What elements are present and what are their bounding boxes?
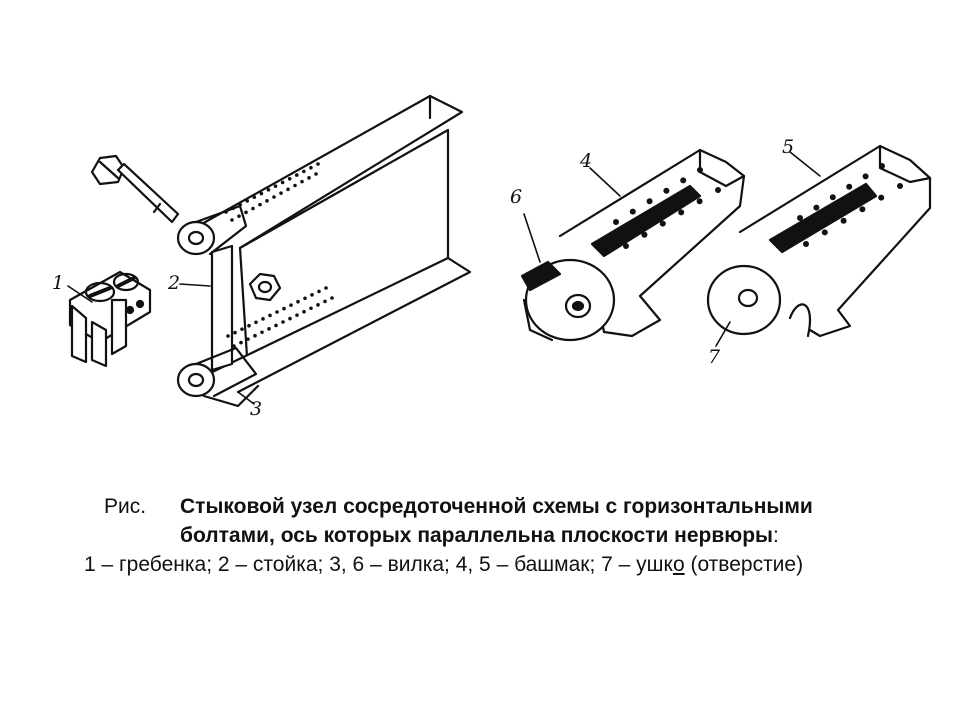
caption-line-1: Рис. Стыковой узел сосредоточенной схемы … — [0, 492, 960, 521]
caption-legend: 1 – гребенка; 2 – стойка; 3, 6 – вилка; … — [84, 553, 673, 576]
callout-7: 7 — [708, 346, 721, 368]
bolt — [90, 154, 180, 224]
callout-4: 4 — [580, 150, 593, 172]
caption-legend-tail: (отверстие) — [684, 553, 804, 576]
caption-line-2: болтами, ось которых параллельна плоскос… — [0, 521, 960, 550]
caption-colon: : — [772, 524, 779, 547]
callout-1: 1 — [52, 272, 65, 294]
caption-title-line-1: Стыковой узел сосредоточенной схемы с го… — [180, 495, 813, 518]
caption-prefix: Рис. — [104, 495, 147, 518]
caption-title-line-2: болтами, ось которых параллельна плоскос… — [180, 524, 773, 547]
caption-legend-underlined: о — [672, 553, 685, 576]
comb-part-1 — [68, 270, 152, 368]
technical-drawing — [67, 94, 932, 408]
shoe-part-5-with-lug-7 — [706, 144, 932, 338]
callout-2: 2 — [168, 272, 181, 294]
fork-part-6-with-shoe-4 — [520, 148, 746, 342]
callout-3: 3 — [250, 398, 263, 420]
callout-6: 6 — [510, 186, 523, 208]
caption-line-3: 1 – гребенка; 2 – стойка; 3, 6 – вилка; … — [0, 550, 960, 579]
figure-caption: Рис. Стыковой узел сосредоточенной схемы … — [0, 492, 960, 579]
callout-5: 5 — [782, 136, 795, 158]
spar-assembly — [176, 94, 472, 408]
